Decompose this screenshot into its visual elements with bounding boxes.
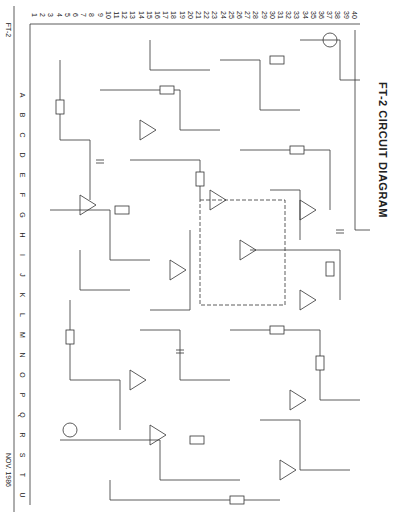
grid-letter: G [19, 211, 26, 218]
grid-number: 30 [268, 10, 275, 20]
grid-number: 16 [154, 10, 161, 20]
grid-letter: F [19, 192, 26, 198]
grid-letter: M [19, 331, 26, 339]
grid-number: 32 [285, 10, 292, 20]
grid-number: 39 [342, 10, 349, 20]
grid-number: 6 [72, 12, 79, 18]
grid-number: 1 [31, 12, 38, 18]
grid-number: 27 [244, 10, 251, 20]
grid-number: 40 [350, 10, 357, 20]
grid-number: 5 [63, 12, 70, 18]
grid-number: 29 [260, 10, 267, 20]
grid-number: 28 [252, 10, 259, 20]
grid-number: 7 [80, 12, 87, 18]
grid-letter: Q [19, 411, 26, 418]
grid-number: 26 [236, 10, 243, 20]
grid-letter: C [19, 131, 26, 138]
grid-number: 2 [39, 12, 46, 18]
grid-number: 23 [211, 10, 218, 20]
grid-letter: A [19, 92, 26, 99]
wires [50, 30, 370, 500]
diagram-title: FT-2 CIRCUIT DIAGRAM [377, 81, 388, 219]
grid-letter: J [19, 272, 26, 278]
grid-letter: K [19, 292, 26, 299]
grid-number: 38 [334, 10, 341, 20]
page-code: FT-2 [5, 22, 12, 38]
grid-letter: T [19, 472, 26, 478]
grid-letter: D [19, 151, 26, 158]
page-border [14, 6, 15, 512]
grid-number: 9 [96, 12, 103, 18]
grid-number: 17 [162, 10, 169, 20]
grid-letter: S [19, 452, 26, 459]
resistor-symbol [56, 56, 334, 504]
grid-number: 13 [129, 10, 136, 20]
grid-number: 25 [227, 10, 234, 20]
grid-letter: H [19, 231, 26, 238]
date-note: NOV. 1986 [5, 452, 12, 488]
grid-number: 8 [88, 12, 95, 18]
grid-number: 34 [301, 10, 308, 20]
grid-letter: E [19, 172, 26, 179]
transistor-symbol [63, 33, 337, 437]
op-amp-symbol [80, 120, 316, 480]
grid-letter: B [19, 112, 26, 119]
shield-box [200, 200, 285, 305]
grid-number: 21 [195, 10, 202, 20]
grid-number: 37 [326, 10, 333, 20]
grid-letter: P [19, 392, 26, 399]
grid-letter: N [19, 351, 26, 358]
grid-number: 4 [55, 12, 62, 18]
grid-number: 18 [170, 10, 177, 20]
grid-number: 33 [293, 10, 300, 20]
grid-number: 36 [318, 10, 325, 20]
grid-number: 31 [277, 10, 284, 20]
grid-letter: L [19, 312, 26, 318]
grid-letter: O [19, 371, 26, 378]
grid-letter: R [19, 431, 26, 438]
grid-number: 19 [178, 10, 185, 20]
grid-number: 14 [137, 10, 144, 20]
grid-rule [30, 24, 360, 25]
grid-number: 22 [203, 10, 210, 20]
grid-number: 20 [186, 10, 193, 20]
grid-number: 10 [104, 10, 111, 20]
grid-rule [30, 24, 31, 505]
grid-number: 35 [309, 10, 316, 20]
grid-number: 15 [145, 10, 152, 20]
grid-number: 12 [121, 10, 128, 20]
grid-number: 11 [113, 10, 120, 19]
grid-number: 3 [47, 12, 54, 18]
grid-letter: U [19, 491, 26, 498]
grid-letter: I [19, 253, 26, 257]
capacitor-symbol [96, 160, 344, 353]
grid-number: 24 [219, 10, 226, 20]
